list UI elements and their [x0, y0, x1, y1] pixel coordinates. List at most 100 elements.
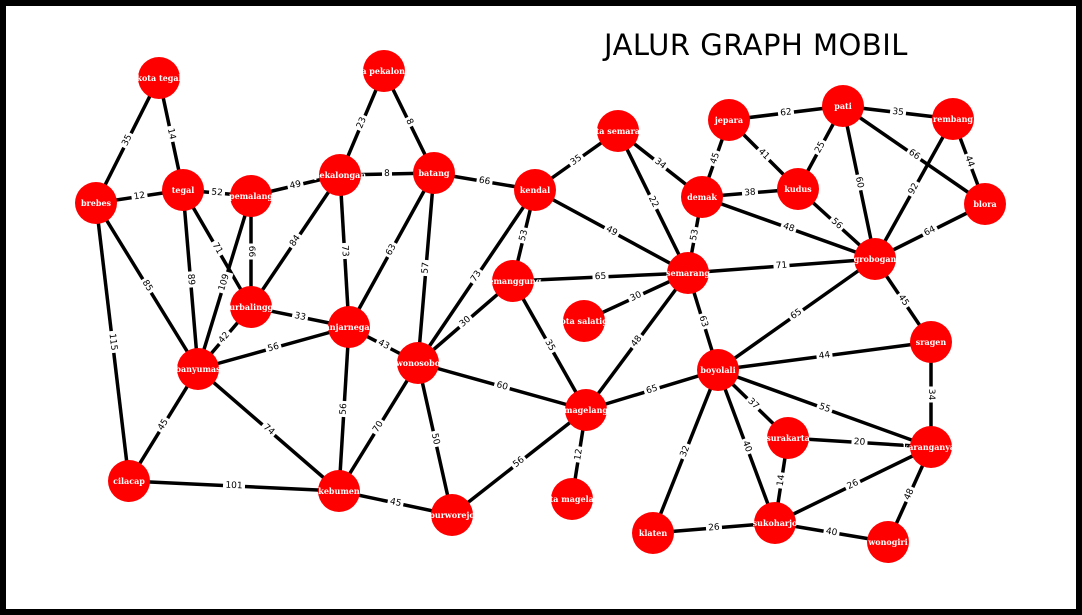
edge-weight-text: 49 [604, 224, 619, 238]
node-purworejo: purworejo [429, 494, 475, 536]
edge-weight: 56 [264, 340, 283, 356]
edge-weight-bg [369, 417, 388, 437]
edge-weight: 64 [920, 222, 940, 241]
edge-weight-bg [694, 312, 712, 331]
node-circle [932, 98, 974, 140]
node-label: grobogan [854, 254, 897, 264]
node-circle [162, 169, 204, 211]
edge-weight-text: 52 [211, 188, 223, 199]
node-circle [767, 417, 809, 459]
node-label: banjarnegara [319, 322, 379, 332]
node-label: kebumen [318, 486, 360, 496]
edge-weight-bg [566, 150, 587, 171]
edge-weight: 40 [822, 525, 841, 540]
edge-weight: 48 [627, 331, 647, 352]
node-circle [108, 460, 150, 502]
edge-weight-bg [509, 452, 529, 473]
edge-weight: 8 [381, 167, 393, 181]
edge-weight-bg [650, 154, 670, 174]
edge-weight-bg [118, 130, 137, 151]
node-circle [964, 183, 1006, 225]
edge-weight: 14 [163, 124, 179, 144]
edge-weight-text: 43 [376, 338, 391, 352]
node-boyolali: boyolali [697, 349, 739, 391]
edge-weight-bg [904, 145, 924, 165]
edge-weight: 8 [401, 114, 417, 130]
edge-weight: 12 [130, 189, 149, 204]
node-label: batang [418, 168, 449, 178]
edge-weight: 12 [571, 445, 587, 464]
edge-weight: 53 [687, 226, 703, 244]
edge-weight-bg [960, 151, 978, 172]
node-circle [854, 238, 896, 280]
edge-weight: 70 [369, 417, 388, 437]
edge-weight-text: 26 [846, 478, 861, 492]
edge-weight: 89 [183, 271, 198, 288]
node-label: klaten [639, 528, 668, 538]
node-label: wonogiri [867, 537, 907, 547]
node-circle [397, 342, 439, 384]
edge-weight: 44 [815, 349, 834, 363]
edge-weight-bg [105, 330, 120, 354]
edge-weight-text: 44 [818, 350, 831, 361]
edge-weight: 35 [566, 150, 587, 171]
edge-weight-bg [154, 415, 173, 435]
edge-weight-bg [183, 271, 198, 288]
edge-weight-text: 71 [210, 241, 224, 256]
node-label: kendal [520, 185, 550, 195]
edge-weight-text: 35 [120, 133, 134, 148]
node-jepara: jepara [708, 99, 750, 141]
edge-weight: 37 [743, 394, 763, 414]
edge-weight-bg [920, 222, 940, 241]
edge-weight: 49 [286, 177, 305, 194]
edge-weight-text: 48 [781, 221, 795, 234]
edge-weight-bg [900, 484, 919, 505]
edge-weight-text: 71 [775, 261, 787, 272]
edge-weight-bg [822, 525, 841, 540]
edge-weight-text: 48 [903, 487, 917, 502]
node-kota_semarang: kota semarang [585, 110, 652, 152]
edge-weight-text: 65 [595, 272, 607, 283]
edge-weight-text: 92 [907, 182, 921, 197]
edge-weight-text: 57 [421, 262, 432, 274]
edge-weight-bg [382, 240, 401, 260]
node-circle [910, 321, 952, 363]
node-circle [910, 426, 952, 468]
edge-weight-bg [571, 445, 587, 464]
node-label: tegal [172, 185, 195, 195]
edge-weight-text: 33 [293, 311, 306, 323]
edge-weight-bg [738, 436, 755, 457]
node-temanggung: temanggung [485, 260, 542, 302]
edge-weight-bg [811, 137, 830, 158]
edge-weight-text: 25 [813, 140, 827, 155]
edge-weight-bg [401, 114, 417, 130]
node-circle [565, 389, 607, 431]
edge-weight: 45 [707, 148, 724, 169]
node-circle [75, 182, 117, 224]
node-kota_tegal: kota tegal [136, 57, 182, 99]
edge-weight: 33 [290, 309, 310, 325]
edge-weight: 30 [455, 312, 476, 332]
node-label: surakarta [766, 433, 810, 443]
edge-weight-bg [381, 167, 393, 181]
edge-weight-text: 50 [429, 432, 441, 446]
edge-weight: 74 [258, 420, 279, 440]
edge-weight: 63 [382, 240, 401, 260]
edge-weight-bg [893, 290, 913, 311]
node-semarang: semarang [666, 252, 710, 294]
node-circle [754, 502, 796, 544]
node-label: ota pekalonga [352, 66, 415, 76]
node-circle [431, 494, 473, 536]
edge-weight: 63 [694, 312, 712, 331]
edge-weight-bg [786, 304, 807, 325]
edge-weight: 85 [137, 276, 157, 296]
edge-weight-text: 22 [646, 195, 660, 210]
node-label: demak [687, 192, 717, 202]
node-kudus: kudus [777, 168, 819, 210]
edge-weight: 109 [215, 270, 234, 295]
edge-weight: 73 [338, 242, 351, 260]
edge-weight: 20 [851, 436, 868, 449]
edge-weight-text: 49 [289, 179, 303, 191]
edge-weight-text: 8 [403, 117, 415, 127]
edge-weight-bg [373, 335, 394, 355]
